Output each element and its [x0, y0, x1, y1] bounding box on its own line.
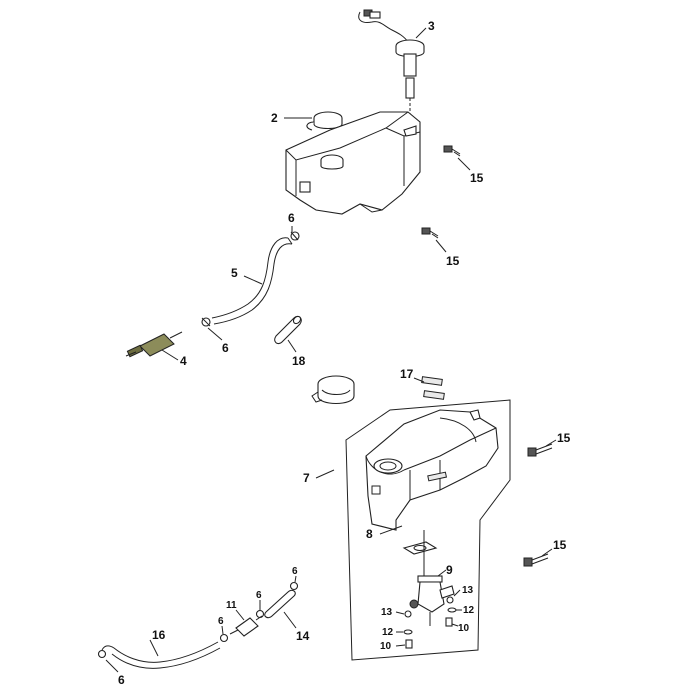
callout-5: 5 [231, 266, 238, 280]
leader-11 [235, 609, 245, 621]
leader-8 [379, 525, 403, 535]
leader-4 [161, 349, 179, 361]
bolt-lower-1 [527, 443, 553, 457]
callout-14: 14 [296, 629, 310, 643]
leader-3 [415, 27, 427, 39]
valve-gasket-8 [402, 541, 438, 555]
callout-15b: 15 [446, 254, 460, 268]
leader-15c [545, 439, 557, 447]
leader-10b [395, 644, 406, 647]
callout-11: 11 [226, 600, 237, 611]
leader-6b [207, 327, 223, 341]
upper-fuel-tank [285, 111, 421, 215]
leader-9 [437, 569, 447, 577]
hose-clamp-6f [97, 649, 107, 659]
washer-12-left [403, 629, 413, 635]
callout-6b: 6 [222, 341, 229, 355]
washer-12-right [447, 607, 457, 613]
leader-15d [541, 548, 553, 557]
callout-15d: 15 [553, 538, 567, 552]
leader-16 [149, 639, 159, 657]
lower-tank-cap [311, 375, 355, 405]
callout-6a: 6 [288, 211, 295, 225]
callout-4: 4 [180, 354, 187, 368]
callout-12b: 12 [382, 627, 394, 638]
leader-6c [294, 575, 297, 583]
screw-10-right [445, 617, 453, 627]
leader-10a [451, 623, 459, 627]
callout-15a: 15 [470, 171, 484, 185]
leader-5 [243, 275, 263, 285]
leader-6f [105, 659, 119, 673]
hose-clamp-6c [289, 581, 299, 591]
callout-6d: 6 [256, 590, 262, 601]
hose-clamp-6e [219, 633, 229, 643]
callout-12a: 12 [463, 605, 475, 616]
callout-9: 9 [446, 563, 453, 577]
callout-15c: 15 [557, 431, 571, 445]
callout-8: 8 [366, 527, 373, 541]
callout-6f: 6 [118, 673, 125, 687]
leader-15a [457, 157, 471, 171]
hose-clamp-mid [201, 317, 211, 327]
callout-7: 7 [303, 471, 310, 485]
leader-18 [287, 339, 297, 353]
leader-17 [413, 377, 425, 383]
leader-13b [395, 611, 405, 615]
callout-18: 18 [292, 354, 306, 368]
o-ring-13-right [446, 596, 454, 604]
frame-outline-7 [345, 399, 511, 661]
callout-6e: 6 [218, 616, 224, 627]
callout-2: 2 [271, 111, 278, 125]
fuel-hose-16 [101, 641, 221, 669]
hose-clamp-upper [290, 231, 300, 241]
upper-tank-cap [306, 111, 343, 155]
callout-13a: 13 [462, 585, 474, 596]
rubber-pads-17 [421, 376, 445, 400]
callout-13b: 13 [381, 607, 393, 618]
leader-13a [453, 589, 461, 597]
callout-10a: 10 [458, 623, 470, 634]
bolt-lower-2 [523, 553, 549, 567]
callout-17: 17 [400, 367, 414, 381]
short-hose-18 [274, 315, 302, 345]
hose-14 [264, 589, 296, 619]
leader-15b [435, 239, 447, 253]
hose-clamp-6d [255, 609, 265, 619]
bolt-upper-1 [443, 145, 461, 157]
leader-14 [283, 611, 297, 629]
lower-fuel-tank [365, 409, 499, 531]
fuel-hose-5 [211, 237, 293, 325]
bolt-upper-2 [421, 227, 439, 239]
inline-fuel-filter [125, 331, 183, 358]
leader-7 [315, 469, 335, 479]
fuel-filter-11 [229, 615, 263, 637]
callout-10b: 10 [380, 641, 392, 652]
o-ring-13-left [404, 610, 412, 618]
callout-16: 16 [152, 628, 166, 642]
screw-10-left [405, 639, 413, 649]
callout-3: 3 [428, 19, 435, 33]
callout-6c: 6 [292, 566, 298, 577]
leader-6e [221, 625, 224, 635]
fuel-valve-9 [409, 530, 455, 626]
fuel-gauge-sender [358, 9, 425, 140]
